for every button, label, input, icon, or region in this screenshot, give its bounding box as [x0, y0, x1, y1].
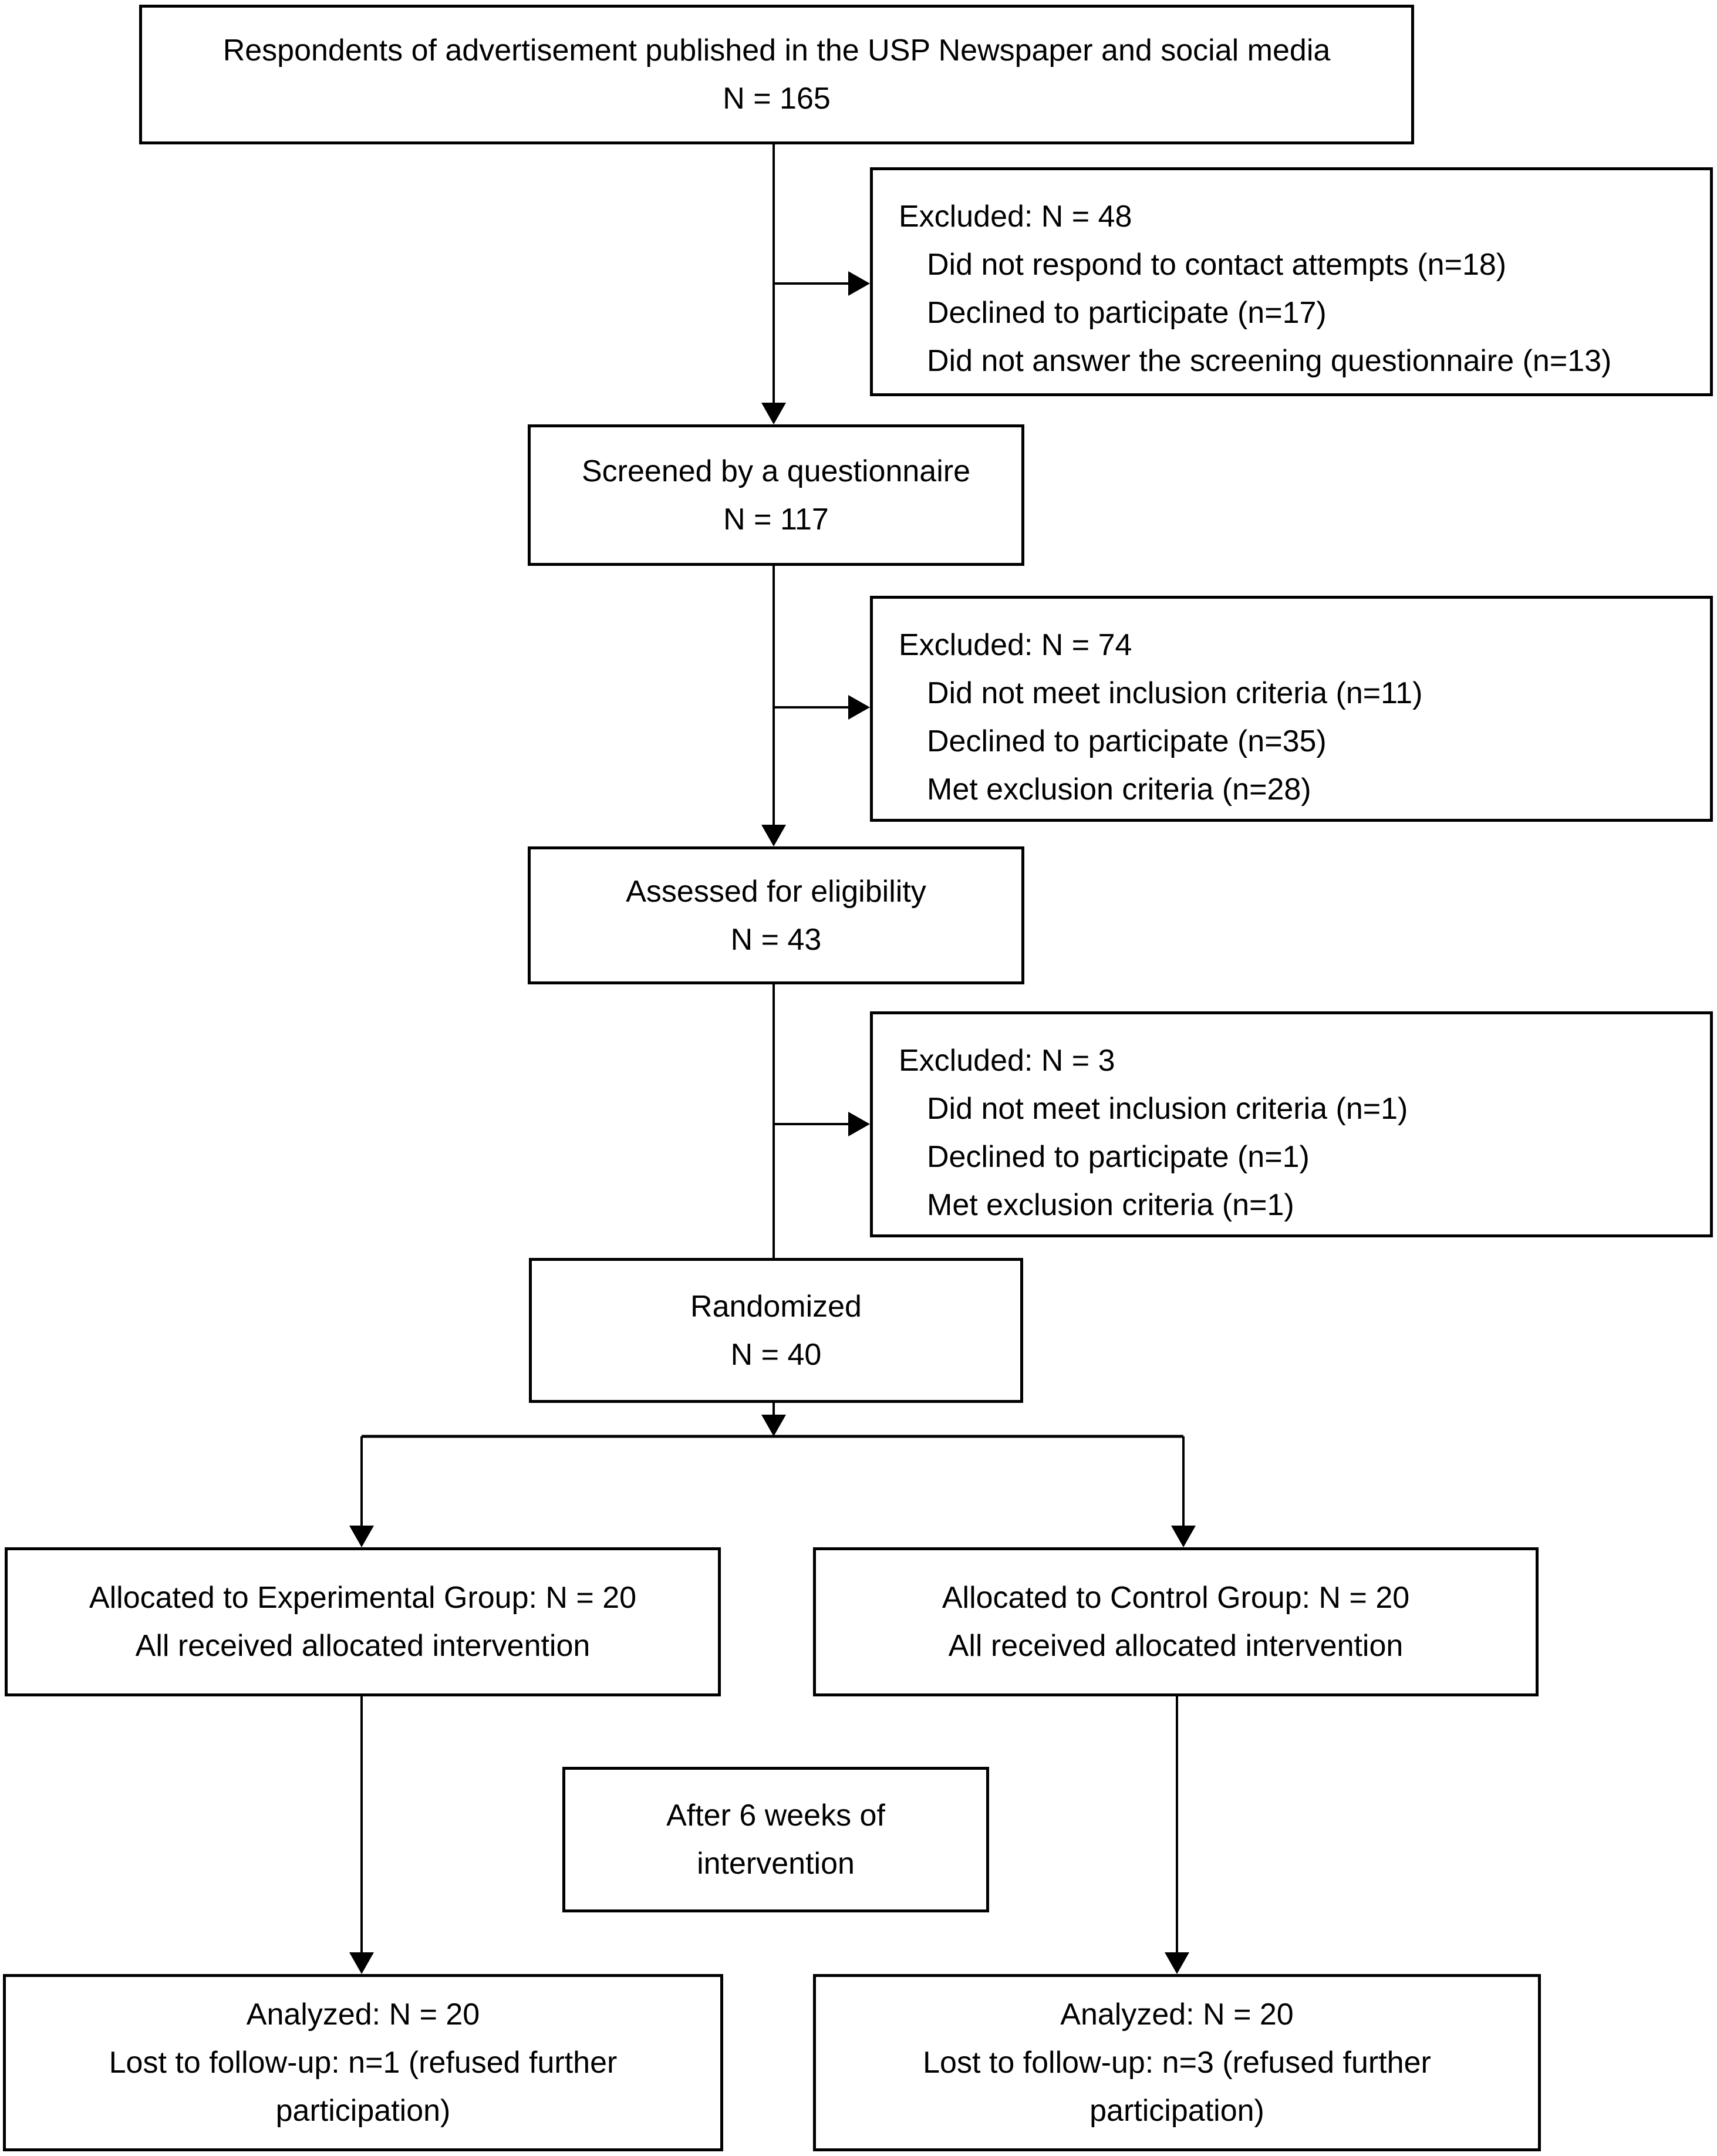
- after-6-weeks-line1: After 6 weeks of: [666, 1799, 885, 1833]
- arrow-screened-to-assessed-head: [761, 825, 786, 846]
- respondents-count: N = 165: [723, 82, 831, 116]
- excluded-1-item: Did not answer the screening questionnai…: [927, 344, 1612, 378]
- screened-count: N = 117: [723, 502, 829, 537]
- arrow-branch-excluded-3-head: [848, 1112, 870, 1136]
- after-6-weeks-line2: intervention: [697, 1847, 855, 1881]
- box-allocated-experimental: Allocated to Experimental Group: N = 20 …: [5, 1547, 721, 1696]
- analyzed-control-line1: Analyzed: N = 20: [1060, 1998, 1294, 2032]
- box-randomized: Randomized N = 40: [529, 1258, 1023, 1403]
- excluded-1-title: Excluded: N = 48: [899, 200, 1132, 234]
- excluded-2-item: Met exclusion criteria (n=28): [927, 772, 1311, 807]
- box-excluded-1: Excluded: N = 48 Did not respond to cont…: [870, 167, 1713, 396]
- arrow-split-to-allocated-ctrl-head: [1171, 1526, 1196, 1547]
- excluded-3-title: Excluded: N = 3: [899, 1044, 1115, 1078]
- box-analyzed-experimental: Analyzed: N = 20 Lost to follow-up: n=1 …: [3, 1974, 723, 2151]
- analyzed-experimental-line2: Lost to follow-up: n=1 (refused further: [109, 2046, 618, 2080]
- box-assessed: Assessed for eligibility N = 43: [528, 846, 1024, 984]
- excluded-2-item: Declined to participate (n=35): [927, 724, 1327, 758]
- excluded-3-item: Declined to participate (n=1): [927, 1140, 1310, 1174]
- box-respondents: Respondents of advertisement published i…: [139, 5, 1414, 144]
- excluded-2-title: Excluded: N = 74: [899, 628, 1132, 662]
- randomized-count: N = 40: [730, 1337, 822, 1372]
- box-excluded-3: Excluded: N = 3 Did not meet inclusion c…: [870, 1011, 1713, 1237]
- arrow-split-to-allocated-exp-head: [349, 1526, 374, 1547]
- arrow-allocated-to-analyzed-ctrl-head: [1165, 1952, 1189, 1974]
- assessed-line1: Assessed for eligibility: [626, 874, 926, 909]
- screened-line1: Screened by a questionnaire: [581, 454, 970, 488]
- arrow-branch-excluded-2-head: [848, 695, 870, 720]
- excluded-3-item: Did not meet inclusion criteria (n=1): [927, 1092, 1408, 1126]
- respondents-line1: Respondents of advertisement published i…: [222, 33, 1331, 68]
- excluded-1-item: Declined to participate (n=17): [927, 296, 1327, 330]
- box-screened: Screened by a questionnaire N = 117: [528, 424, 1024, 566]
- box-analyzed-control: Analyzed: N = 20 Lost to follow-up: n=3 …: [813, 1974, 1541, 2151]
- allocated-control-line2: All received allocated intervention: [948, 1629, 1404, 1663]
- analyzed-experimental-line3: participation): [275, 2094, 451, 2128]
- randomized-line1: Randomized: [690, 1289, 862, 1324]
- analyzed-control-line2: Lost to follow-up: n=3 (refused further: [923, 2046, 1431, 2080]
- box-allocated-control: Allocated to Control Group: N = 20 All r…: [813, 1547, 1539, 1696]
- allocated-experimental-line1: Allocated to Experimental Group: N = 20: [89, 1581, 637, 1615]
- allocated-experimental-line2: All received allocated intervention: [135, 1629, 591, 1663]
- arrow-branch-excluded-1-head: [848, 271, 870, 296]
- arrow-randomized-to-split-head: [761, 1415, 786, 1436]
- excluded-3-item: Met exclusion criteria (n=1): [927, 1188, 1294, 1222]
- allocated-control-line1: Allocated to Control Group: N = 20: [942, 1581, 1410, 1615]
- excluded-2-item: Did not meet inclusion criteria (n=11): [927, 676, 1423, 710]
- box-after-6-weeks: After 6 weeks of intervention: [562, 1767, 989, 1912]
- arrow-respondents-to-screened-head: [761, 403, 786, 424]
- analyzed-experimental-line1: Analyzed: N = 20: [246, 1998, 480, 2032]
- arrow-allocated-to-analyzed-exp-head: [349, 1952, 374, 1974]
- box-excluded-2: Excluded: N = 74 Did not meet inclusion …: [870, 596, 1713, 822]
- assessed-count: N = 43: [730, 922, 822, 957]
- analyzed-control-line3: participation): [1089, 2094, 1264, 2128]
- excluded-1-item: Did not respond to contact attempts (n=1…: [927, 248, 1507, 282]
